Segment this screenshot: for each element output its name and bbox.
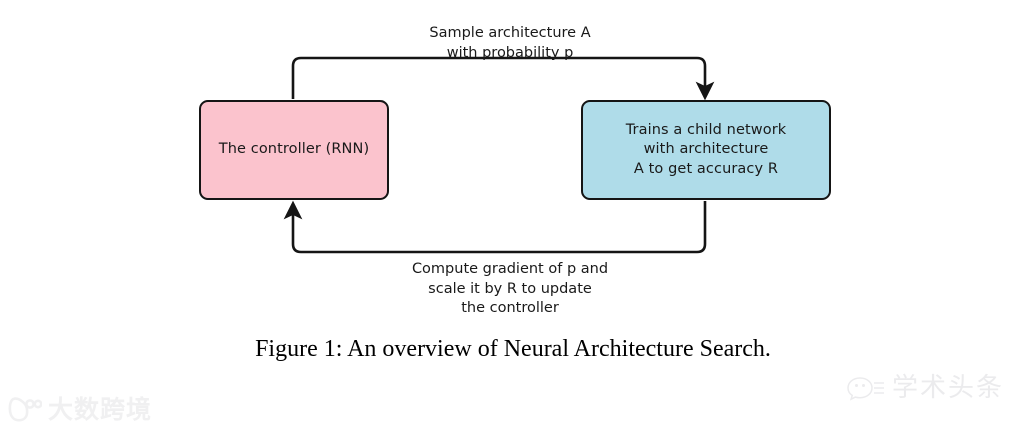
node-child-network-label: Trains a child network with architecture… xyxy=(625,121,787,177)
node-controller-label: The controller (RNN) xyxy=(218,141,370,158)
node-child-network: Trains a child network with architecture… xyxy=(581,100,831,200)
edge-label-sample-architecture: Sample architecture A with probability p xyxy=(429,25,591,61)
node-controller: The controller (RNN) xyxy=(199,100,389,200)
edge-label-compute-gradient: Compute gradient of p and scale it by R … xyxy=(411,261,609,316)
figure-caption: Figure 1: An overview of Neural Architec… xyxy=(255,336,771,362)
edge-path-top xyxy=(291,56,715,101)
edge-path-bottom xyxy=(283,200,707,254)
